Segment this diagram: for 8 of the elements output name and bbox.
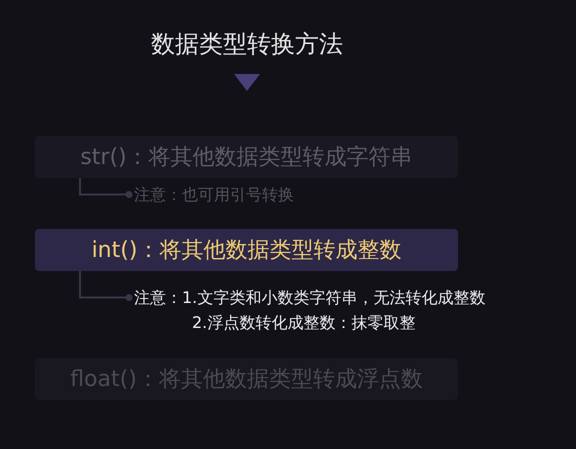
method-box: int()：将其他数据类型转成整数 [35, 229, 458, 271]
note-text: 注意：也可用引号转换 [134, 182, 294, 207]
leader-line [79, 178, 132, 198]
title: 数据类型转换方法 [151, 30, 343, 58]
note-text: 注意：1.文字类和小数类字符串，无法转化成整数 [134, 287, 486, 309]
leader-line [79, 271, 132, 301]
note-text: 2.浮点数转化成整数：抹零取整 [192, 312, 416, 334]
method-box: str()：将其他数据类型转成字符串 [35, 136, 458, 178]
